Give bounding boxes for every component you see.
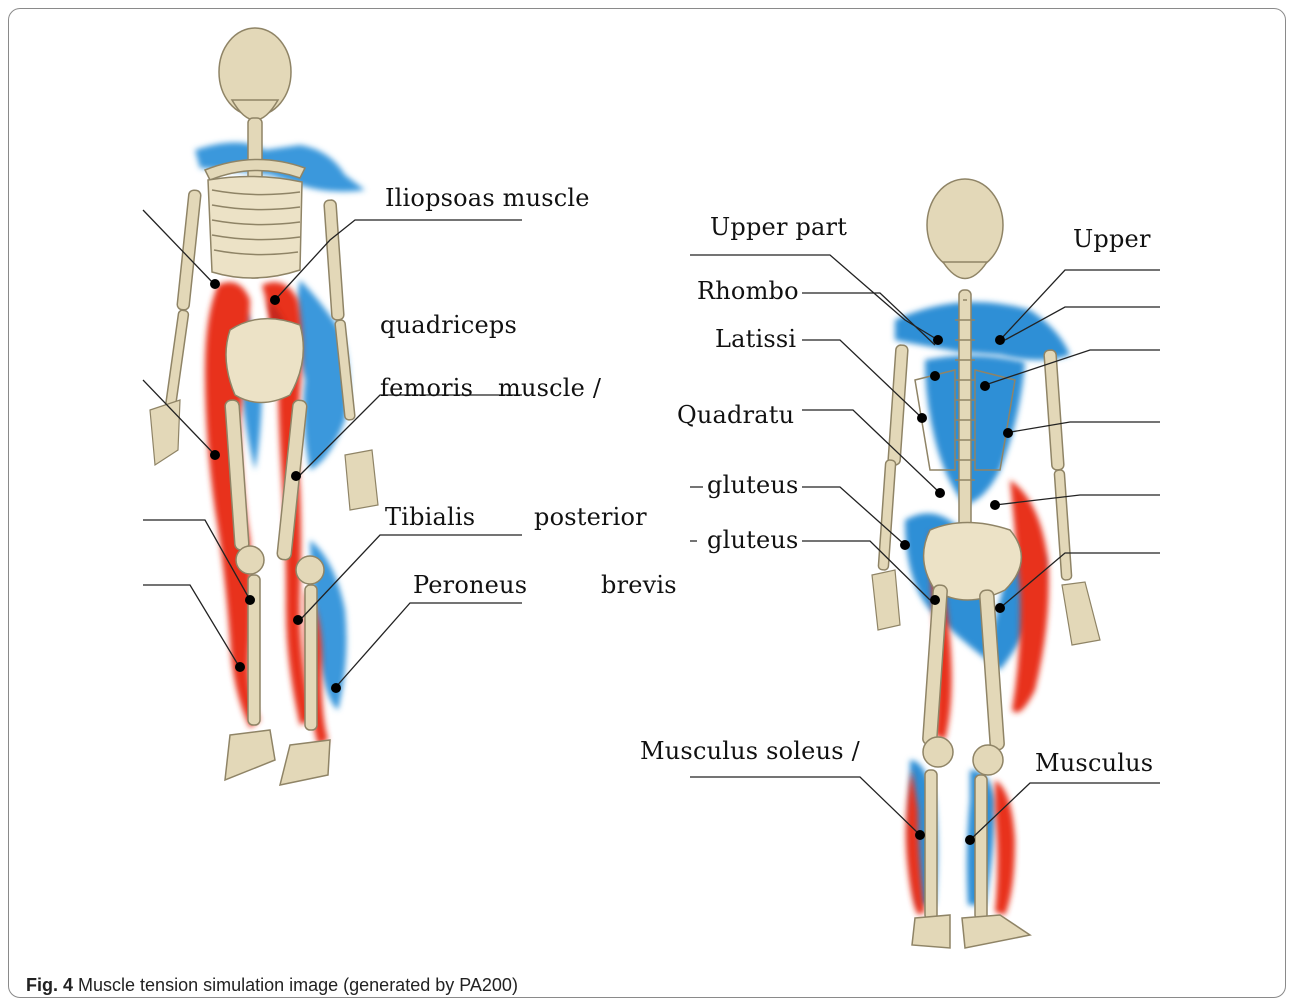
label-posterior: posterior [534, 505, 647, 529]
label-rhombo: Rhombo [697, 279, 799, 303]
label-peroneus: Peroneus [413, 573, 527, 597]
label-latissi: Latissi [715, 327, 796, 351]
caption-text: Muscle tension simulation image (generat… [78, 975, 518, 995]
label-musculus-soleus: Musculus soleus / [640, 739, 860, 763]
label-upper: Upper [1073, 227, 1151, 251]
label-gluteus-1: gluteus [707, 473, 799, 497]
label-quadriceps: quadriceps [380, 313, 517, 337]
label-femoris: femoris [380, 376, 473, 400]
label-upper-part: Upper part [710, 215, 847, 239]
figure-number: Fig. 4 [26, 975, 73, 995]
label-muscle-slash: muscle / [498, 376, 601, 400]
label-gluteus-2: gluteus [707, 528, 799, 552]
label-iliopsoas: Iliopsoas muscle [385, 186, 590, 210]
figure-caption: Fig. 4 Muscle tension simulation image (… [26, 975, 518, 996]
label-tibialis: Tibialis [385, 505, 475, 529]
front-skeleton [143, 28, 522, 785]
label-brevis: brevis [601, 573, 677, 597]
label-quadratu: Quadratu [677, 403, 794, 427]
label-musculus: Musculus [1035, 751, 1153, 775]
